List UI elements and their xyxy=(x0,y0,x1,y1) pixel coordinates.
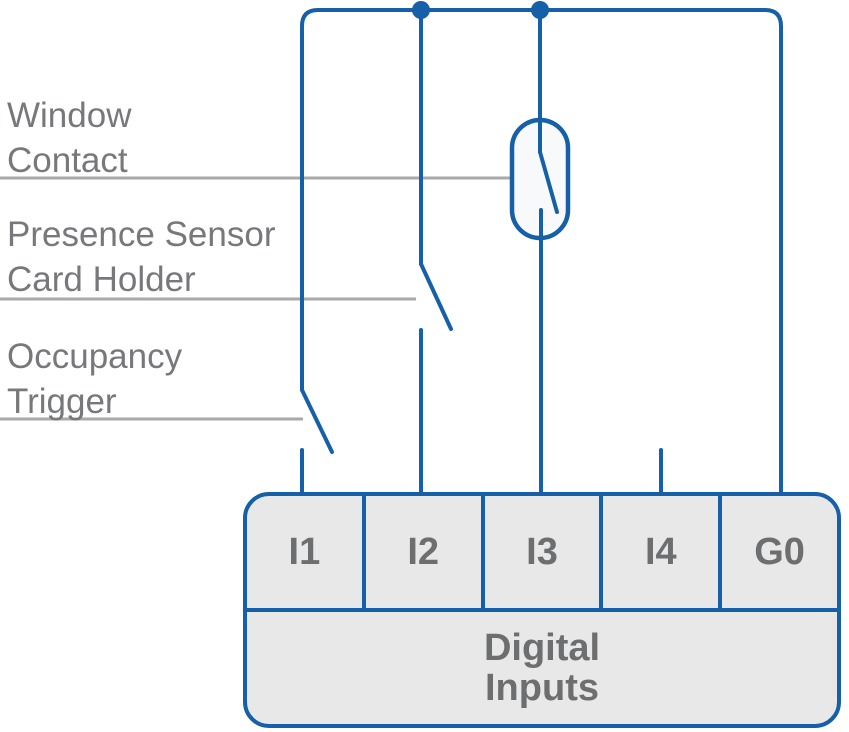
label-window-contact-line1: Window xyxy=(7,96,132,135)
terminal-i2: I2 xyxy=(366,496,485,608)
terminal-block-title-line2: Inputs xyxy=(485,667,599,709)
terminal-block-title-line1: Digital xyxy=(483,627,601,669)
terminal-i3: I3 xyxy=(485,496,604,608)
terminal-block-title: Digital Inputs xyxy=(247,612,837,724)
digital-inputs-terminal-block: I1 I2 I3 I4 G0 Digital Inputs xyxy=(243,492,841,728)
label-window-contact-line2: Contact xyxy=(7,141,128,180)
label-occupancy-trigger-line2: Trigger xyxy=(7,382,117,421)
junction-dot-i3 xyxy=(531,1,549,19)
label-occupancy-trigger: Occupancy Trigger xyxy=(7,334,182,424)
switch-blade-i2 xyxy=(419,262,453,331)
label-occupancy-trigger-line1: Occupancy xyxy=(7,337,183,376)
terminal-i4: I4 xyxy=(603,496,723,608)
label-presence-sensor: Presence Sensor Card Holder xyxy=(7,212,275,302)
wires xyxy=(300,8,783,494)
label-window-contact: Window Contact xyxy=(7,93,131,183)
terminal-g0: G0 xyxy=(754,530,805,573)
terminal-i1: I1 xyxy=(247,496,366,608)
junction-dots xyxy=(412,1,549,19)
switch-blade-i1 xyxy=(300,388,334,454)
label-presence-sensor-line2: Card Holder xyxy=(7,260,196,299)
junction-dot-i2 xyxy=(412,1,430,19)
switch-blade-i3 xyxy=(538,150,559,214)
pointer-lines xyxy=(0,176,512,421)
label-presence-sensor-line1: Presence Sensor xyxy=(7,215,276,254)
terminal-row: I1 I2 I3 I4 G0 xyxy=(247,496,837,612)
